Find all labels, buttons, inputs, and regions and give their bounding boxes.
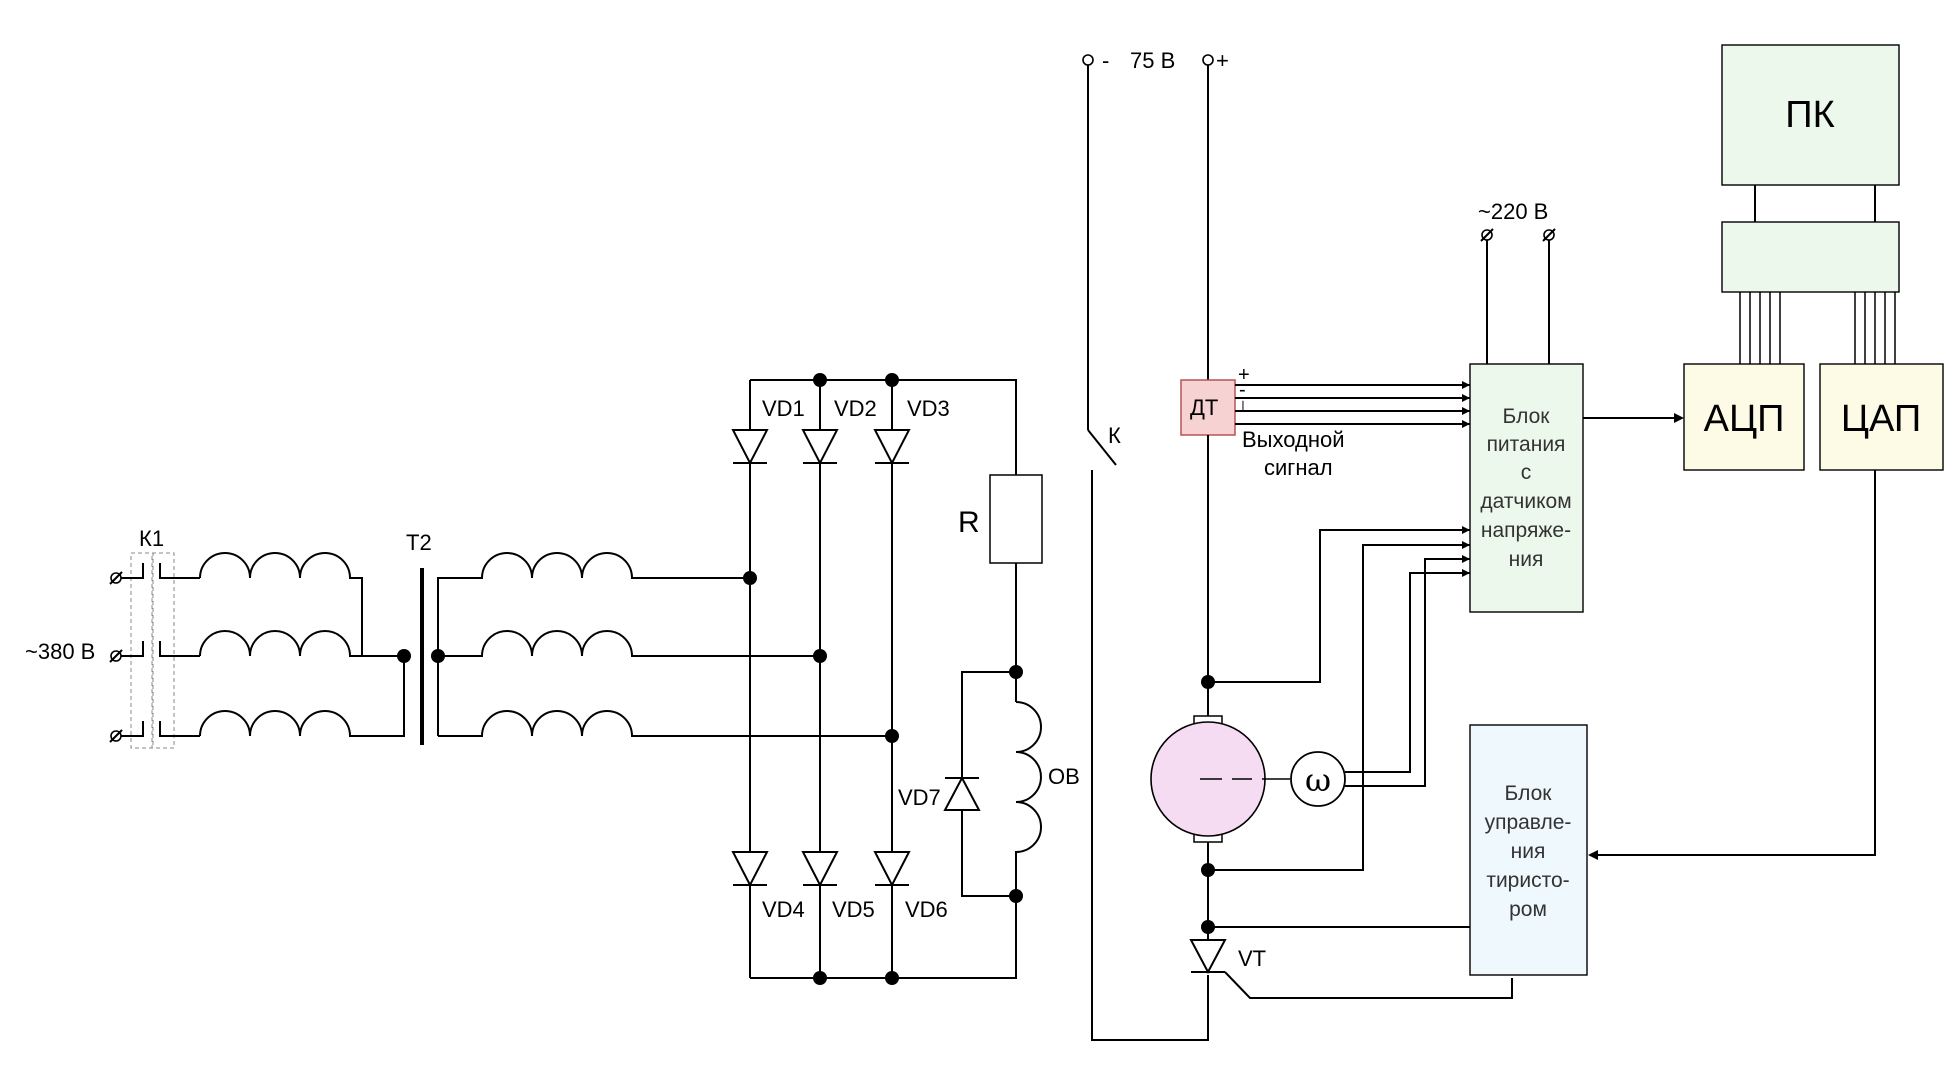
power-block-line-4: датчиком	[1480, 490, 1571, 513]
vd1-label: VD1	[762, 396, 805, 421]
dt-label: ДТ	[1190, 395, 1218, 420]
output-signal-label-1: Выходной	[1242, 427, 1345, 452]
thyristor-block-line-4: тиристо-	[1486, 869, 1569, 892]
adc-block: АЦП	[1683, 363, 1805, 471]
thyristor-control-block: Блок управле- ния тиристо- ром	[1469, 724, 1588, 976]
switch-icon	[1087, 429, 1117, 466]
vd3-label: VD3	[907, 396, 950, 421]
output-signal-label-2: сигнал	[1264, 455, 1333, 480]
adc-label: АЦП	[1704, 398, 1785, 440]
terminal-circle-icon	[109, 571, 123, 743]
power-block-line-3: с	[1521, 461, 1532, 484]
sig-plus-label: +	[1238, 364, 1250, 386]
k1-contacts	[121, 563, 200, 737]
power-block-line-1: Блок	[1503, 405, 1551, 428]
terminal-circle-icon	[1480, 228, 1556, 242]
diode-icon	[731, 851, 911, 888]
field-circuit: R ОВ VD7	[898, 474, 1080, 903]
pc-block: ПК	[1721, 44, 1900, 222]
dc-voltage-label: 75 В	[1130, 48, 1175, 73]
dac-label: ЦАП	[1841, 398, 1921, 440]
inductor-coil-icon	[437, 552, 892, 737]
supply-220-label: ~220 В	[1478, 199, 1548, 224]
signal-wiring: + - ⊥ Выходной сигнал ~220 В	[1208, 199, 1876, 928]
k1-contactor-outline-2	[151, 552, 175, 749]
r-label: R	[958, 506, 980, 539]
three-phase-input: ~380 В К1 Т2	[25, 526, 892, 749]
resistor-r	[989, 474, 1043, 564]
vd4-label: VD4	[762, 897, 805, 922]
vd5-label: VD5	[832, 897, 875, 922]
thyristor-block-line-3: ния	[1511, 840, 1546, 863]
power-block-line-6: ния	[1509, 548, 1544, 571]
supply-380-label: ~380 В	[25, 639, 95, 664]
sig-ground-label: ⊥	[1236, 399, 1250, 416]
dc-minus-label: -	[1102, 48, 1109, 73]
tacho-label: ω	[1305, 761, 1331, 799]
power-block-line-5: напряже-	[1481, 519, 1571, 542]
thyristor-icon	[1189, 939, 1513, 999]
ov-label: ОВ	[1048, 764, 1080, 789]
t2-label: Т2	[406, 530, 432, 555]
current-sensor-dt	[1180, 379, 1236, 436]
k-label: К	[1108, 423, 1121, 448]
sig-minus-label: -	[1239, 379, 1246, 401]
interface-block	[1721, 221, 1900, 364]
vd2-label: VD2	[834, 396, 877, 421]
dc-plus-label: +	[1216, 48, 1229, 73]
k1-label: К1	[139, 526, 164, 551]
armature-circuit: - 75 В + К ДТ ω VT	[1082, 48, 1513, 1041]
power-block-line-2: питания	[1487, 433, 1566, 456]
k1-contactor-outline	[130, 552, 154, 749]
rectifier-bridge: VD1 VD2 VD3 VD4 VD5 VD6	[731, 373, 1017, 985]
pc-label: ПК	[1785, 94, 1834, 136]
vd6-label: VD6	[905, 897, 948, 922]
inductor-coil-icon	[1015, 701, 1042, 896]
thyristor-block-line-5: ром	[1509, 898, 1547, 921]
dac-block: ЦАП	[1819, 363, 1944, 471]
thyristor-block-line-2: управле-	[1485, 811, 1572, 834]
vd7-label: VD7	[898, 785, 941, 810]
power-block: Блок питания с датчиком напряже- ния	[1469, 363, 1584, 613]
thyristor-block-line-1: Блок	[1505, 782, 1553, 805]
junction-dot-icon	[397, 649, 411, 663]
diode-icon	[731, 429, 911, 466]
terminal-circle-icon	[1082, 54, 1094, 66]
tachogenerator-icon	[1290, 751, 1346, 807]
terminal-circle-icon	[1202, 54, 1214, 66]
inductor-coil-icon	[199, 552, 405, 737]
diode-icon	[943, 775, 981, 811]
vt-label: VT	[1238, 946, 1266, 971]
junction-dot-icon	[743, 373, 899, 985]
